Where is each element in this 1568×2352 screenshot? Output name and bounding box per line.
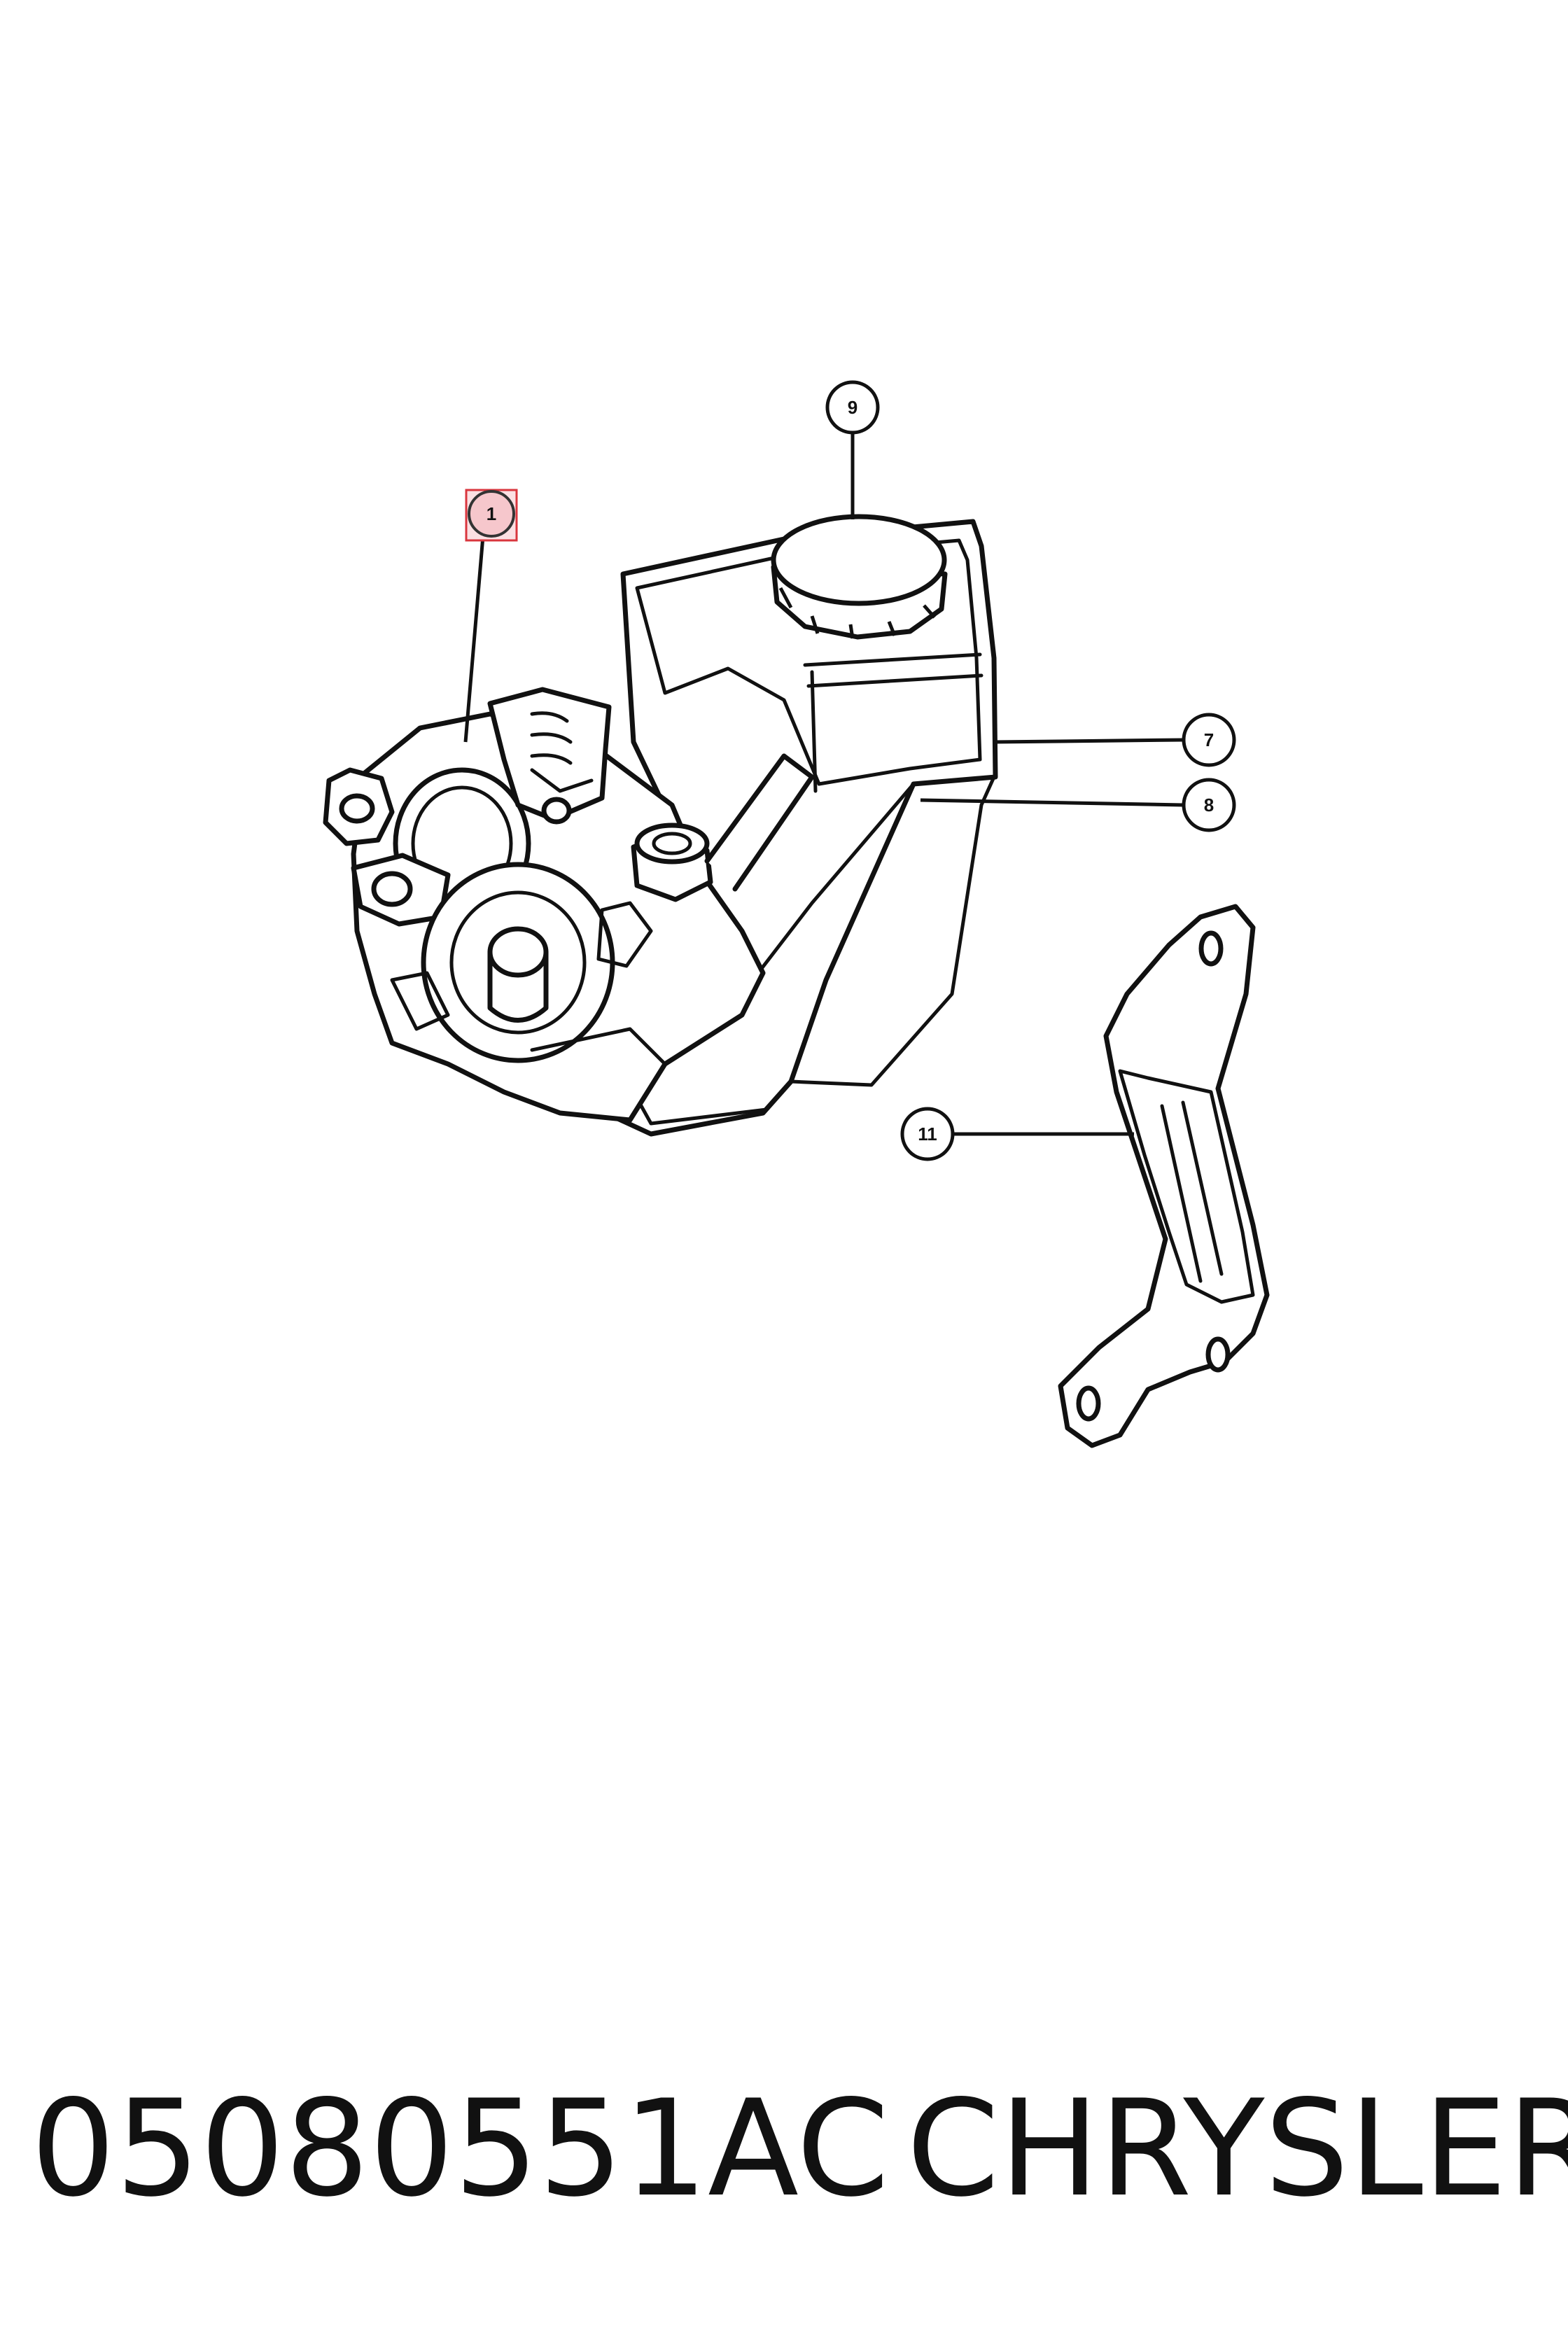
callout-1[interactable]: 1 (465, 489, 518, 542)
callout-7-label: 7 (1204, 729, 1214, 750)
callout-11-label: 11 (918, 1124, 937, 1144)
callout-8-circle (1182, 778, 1236, 832)
bracket-drawing (1058, 904, 1270, 1448)
callout-11[interactable]: 11 (900, 1107, 955, 1161)
part-number: 05080551AC (31, 2071, 890, 2226)
callout-9-circle (825, 380, 880, 435)
callout-9[interactable]: 9 (825, 380, 880, 435)
reservoir-cap-drawing (771, 514, 948, 640)
callout-7-circle (1182, 713, 1236, 767)
callout-9-label: 9 (848, 397, 858, 418)
callout-7[interactable]: 7 (1182, 713, 1236, 767)
pump-drawing (323, 687, 815, 1123)
callout-11-circle (900, 1107, 955, 1161)
brand-name: CHRYSLER (906, 2071, 1568, 2226)
callout-1-circle (468, 490, 515, 538)
callout-8-label: 8 (1204, 794, 1214, 816)
callout-8[interactable]: 8 (1182, 778, 1236, 832)
callout-1-label: 1 (486, 503, 496, 524)
leader-lines (463, 433, 1184, 1136)
